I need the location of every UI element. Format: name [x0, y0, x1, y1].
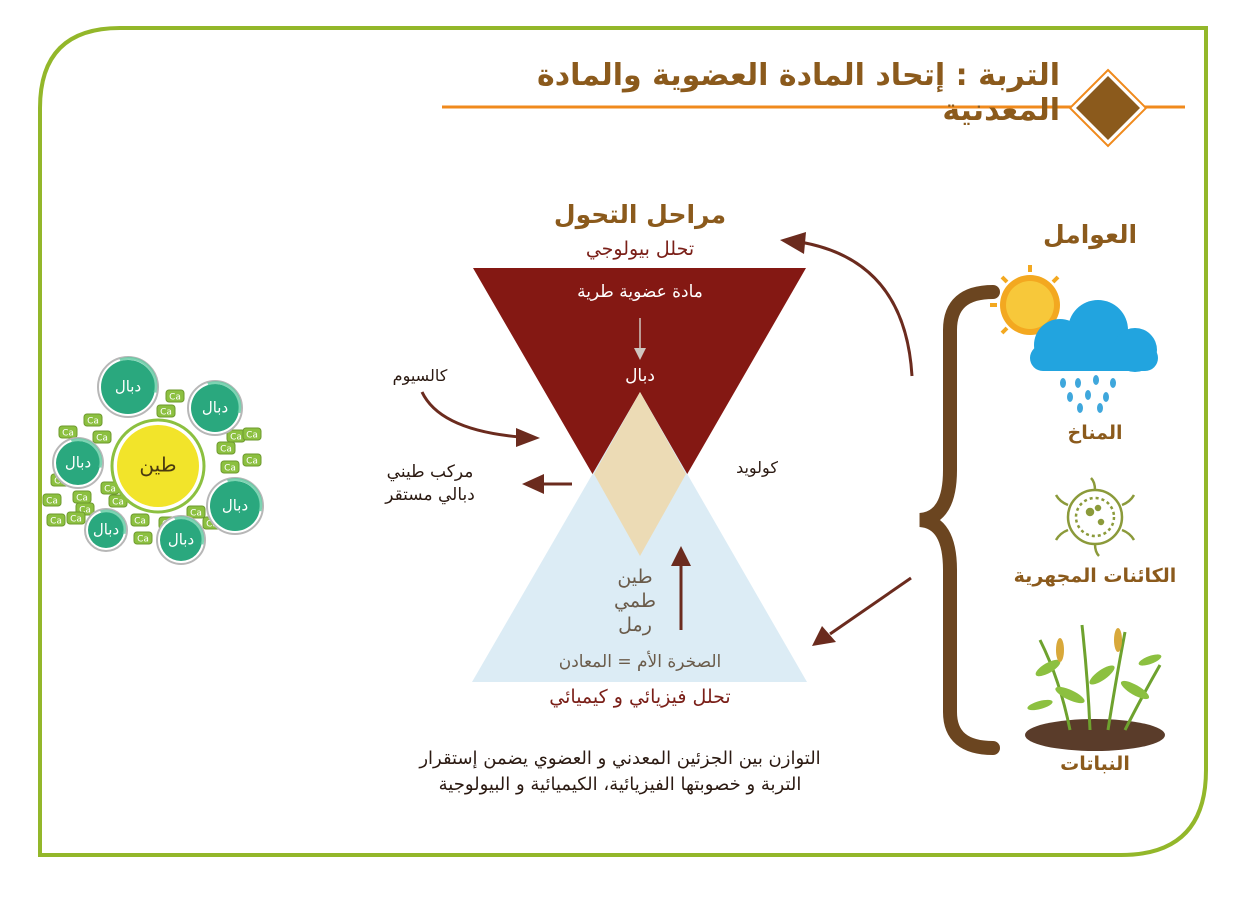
- stable-complex-line1: مركب طيني: [386, 462, 474, 482]
- climate-icon: [990, 265, 1158, 413]
- calcium-ion-icon: Ca: [42, 493, 62, 507]
- calcium-ion-icon: Ca: [242, 453, 262, 467]
- calcium-ion-icon: Ca: [58, 425, 78, 439]
- svg-text:Ca: Ca: [79, 506, 91, 516]
- svg-text:Ca: Ca: [169, 393, 181, 403]
- svg-text:Ca: Ca: [62, 429, 74, 439]
- clay-label: طين: [617, 566, 653, 588]
- colloid-label: كولويد: [736, 458, 778, 477]
- svg-text:Ca: Ca: [76, 494, 88, 504]
- svg-text:Ca: Ca: [220, 445, 232, 455]
- humus-particle: دبال: [187, 380, 243, 436]
- factor-plants: النباتات: [1060, 753, 1130, 775]
- svg-text:Ca: Ca: [230, 433, 242, 443]
- balance-statement: التوازن بين الجزئين المعدني و العضوي يضم…: [370, 746, 870, 798]
- humus-particle: دبال: [156, 515, 206, 565]
- silt-label: طمي: [614, 590, 656, 612]
- page-title: التربة : إتحاد المادة العضوية والمادة ال…: [537, 58, 1060, 128]
- calcium-ion-icon: Ca: [83, 413, 103, 427]
- svg-text:طين: طين: [139, 453, 176, 477]
- cloud-icon: [1030, 300, 1158, 372]
- svg-text:دبال: دبال: [93, 521, 119, 539]
- svg-text:دبال: دبال: [115, 378, 141, 396]
- bio-arrow-icon: [780, 232, 914, 377]
- sun-icon: [990, 265, 1060, 335]
- svg-text:Ca: Ca: [137, 535, 149, 545]
- calcium-ion-icon: Ca: [72, 490, 92, 504]
- calcium-ion-icon: Ca: [226, 429, 246, 443]
- svg-text:دبال: دبال: [222, 497, 248, 515]
- svg-text:Ca: Ca: [46, 497, 58, 507]
- microorganism-icon: [1054, 477, 1136, 557]
- frame-border: [38, 26, 1208, 857]
- calcium-ion-icon: Ca: [92, 430, 112, 444]
- title-diamond-icon: [1068, 68, 1148, 148]
- parent-rock-label: الصخرة الأم = المعادن: [558, 652, 722, 672]
- svg-text:Ca: Ca: [50, 517, 62, 527]
- svg-text:Ca: Ca: [134, 517, 146, 527]
- up-arrow-icon: [671, 546, 691, 630]
- stages-title: مراحل التحول: [553, 200, 727, 229]
- clay-particle: طين: [110, 418, 206, 514]
- factor-climate: المناخ: [1067, 422, 1123, 444]
- svg-text:دبال: دبال: [202, 399, 228, 417]
- humus-label: دبال: [625, 366, 655, 386]
- svg-text:Ca: Ca: [96, 434, 108, 444]
- calcium-ion-icon: Ca: [130, 513, 150, 527]
- mineral-particles-list: طين طمي رمل: [595, 565, 675, 637]
- calcium-ion-icon: Ca: [165, 389, 185, 403]
- complex-arrow-icon: [522, 474, 572, 494]
- svg-text:Ca: Ca: [246, 457, 258, 467]
- svg-text:Ca: Ca: [190, 509, 202, 519]
- humus-particle: دبال: [206, 477, 264, 535]
- bio-decomposition-label: تحلل بيولوجي: [585, 238, 695, 260]
- svg-text:دبال: دبال: [168, 531, 194, 549]
- rain-icon: [1060, 375, 1116, 413]
- calcium-ion-icon: Ca: [156, 404, 176, 418]
- calcium-ion-icon: Ca: [46, 513, 66, 527]
- svg-text:Ca: Ca: [104, 485, 116, 495]
- plants-icon: [1025, 624, 1165, 751]
- svg-text:دبال: دبال: [65, 454, 91, 472]
- svg-text:Ca: Ca: [246, 431, 258, 441]
- fresh-organic-matter-label: مادة عضوية طرية: [577, 282, 703, 302]
- humus-particle: دبال: [97, 356, 159, 418]
- factors-title: العوامل: [1042, 220, 1138, 249]
- sand-label: رمل: [618, 614, 652, 636]
- brace-icon: [918, 285, 1000, 755]
- down-arrow-icon: [634, 318, 646, 360]
- factor-microorganisms: الكائنات المجهرية: [1013, 565, 1177, 587]
- calcium-arrow-icon: [420, 391, 540, 447]
- stable-complex-label: مركب طيني دبالي مستقر: [360, 461, 500, 507]
- calcium-label: كالسيوم: [392, 366, 448, 385]
- svg-text:Ca: Ca: [70, 515, 82, 525]
- phys-chem-decomposition-label: تحلل فيزيائي و كيميائي: [549, 686, 731, 708]
- calcium-ion-icon: Ca: [220, 460, 240, 474]
- calcium-ion-icon: Ca: [216, 441, 236, 455]
- stable-complex-line2: دبالي مستقر: [385, 485, 475, 505]
- calcium-ion-icon: Ca: [186, 505, 206, 519]
- calcium-ion-icon: Ca: [242, 427, 262, 441]
- balance-line1: التوازن بين الجزئين المعدني و العضوي يضم…: [419, 748, 821, 769]
- calcium-ion-icon: Ca: [133, 531, 153, 545]
- svg-text:Ca: Ca: [224, 464, 236, 474]
- svg-text:Ca: Ca: [87, 417, 99, 427]
- svg-text:Ca: Ca: [160, 408, 172, 418]
- svg-text:Ca: Ca: [206, 520, 218, 530]
- humus-particle: دبال: [84, 508, 128, 552]
- svg-text:Ca: Ca: [112, 498, 124, 508]
- calcium-ion-icon: Ca: [66, 511, 86, 525]
- colloid-diamond: [594, 392, 686, 556]
- physical-arrow-icon: [812, 576, 912, 646]
- humus-particle: دبال: [52, 437, 104, 489]
- balance-line2: التربة و خصوبتها الفيزيائية، الكيميائية …: [438, 774, 802, 795]
